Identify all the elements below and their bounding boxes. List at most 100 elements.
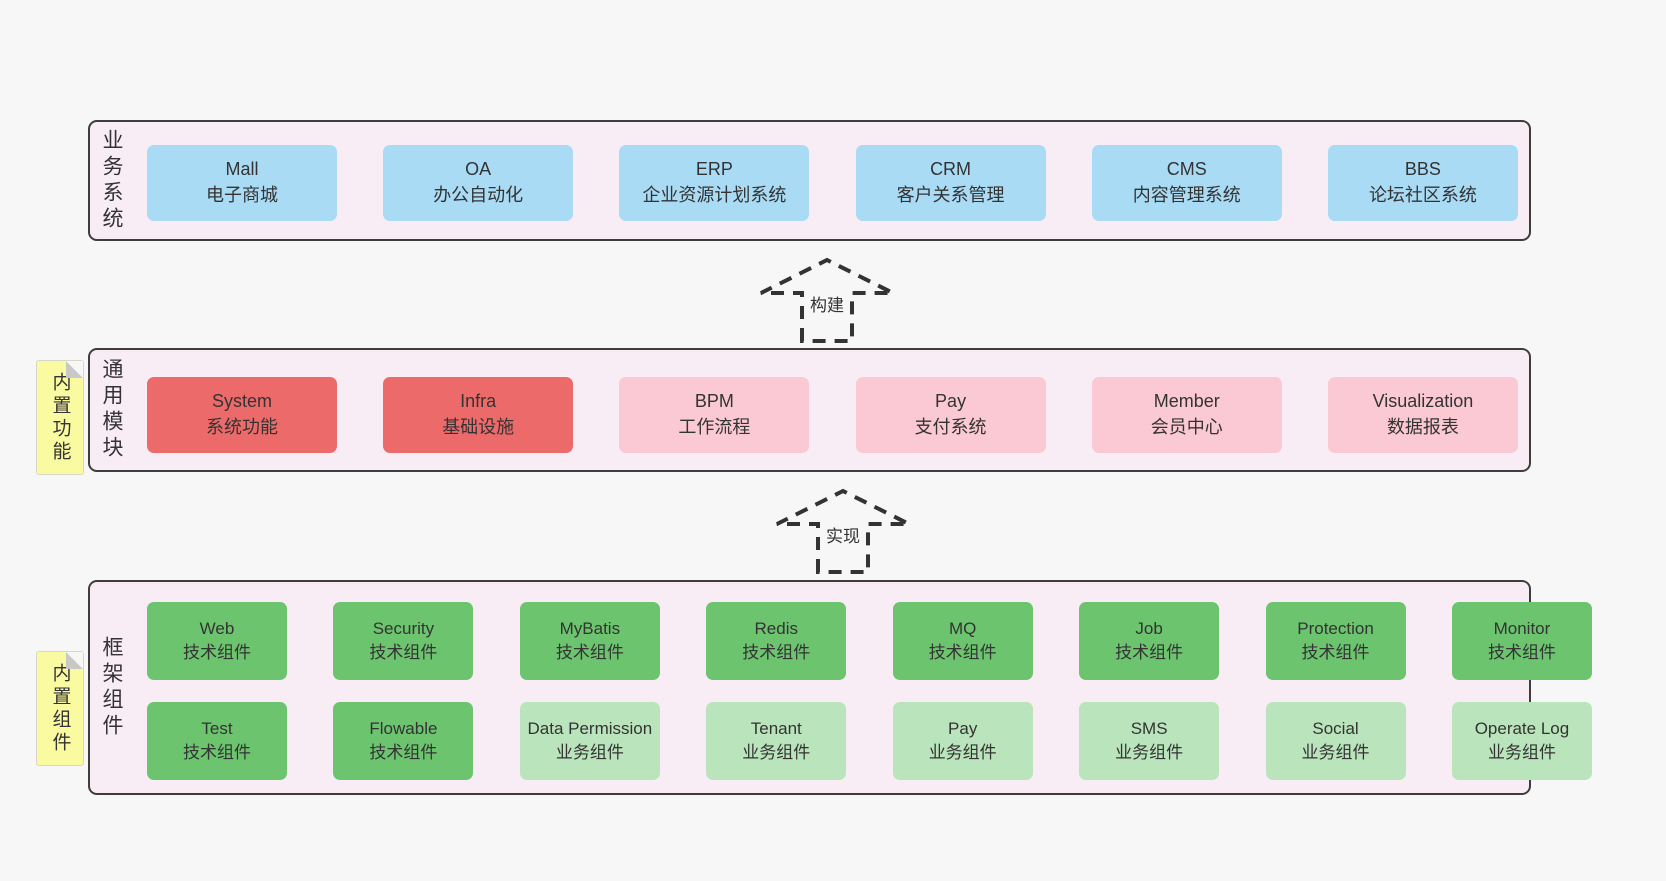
box-security: Security 技术组件 [333, 602, 474, 680]
sticky-note-label: 内置组件 [49, 662, 71, 755]
box-subtitle: 技术组件 [742, 643, 811, 662]
box-subtitle: 工作流程 [678, 417, 751, 437]
box-title: SMS [1130, 718, 1168, 738]
box-title: Test [201, 718, 233, 738]
box-redis: Redis 技术组件 [706, 602, 847, 680]
box-sms: SMS 业务组件 [1079, 702, 1220, 780]
box-subtitle: 支付系统 [914, 417, 987, 437]
box-title: Tenant [750, 718, 802, 738]
box-subtitle: 企业资源计划系统 [642, 185, 787, 205]
box-title: Flowable [369, 718, 438, 738]
box-title: CMS [1166, 159, 1207, 180]
box-tenant: Tenant 业务组件 [706, 702, 847, 780]
implement-arrow-label: 实现 [822, 522, 864, 547]
arrow-up-icon [776, 488, 910, 574]
box-subtitle: 论坛社区系统 [1368, 185, 1477, 205]
box-subtitle: 技术组件 [369, 743, 438, 762]
build-arrow-label: 构建 [806, 291, 848, 316]
arrow-up-icon [760, 257, 894, 343]
box-subtitle: 技术组件 [1115, 643, 1184, 662]
sticky-note-label: 内置功能 [49, 371, 71, 464]
box-web: Web 技术组件 [147, 602, 287, 680]
business-systems-row: Mall 电子商城 OA 办公自动化 ERP 企业资源计划系统 CRM 客户关系… [147, 145, 1518, 221]
box-title: Social [1312, 718, 1359, 738]
box-subtitle: 业务组件 [1115, 743, 1184, 762]
box-title: OA [465, 159, 492, 180]
band-label-framework-components: 框架组件 [100, 635, 123, 740]
box-subtitle: 客户关系管理 [896, 185, 1005, 205]
box-subtitle: 电子商城 [206, 185, 278, 205]
box-pay-component: Pay 业务组件 [892, 702, 1033, 780]
box-title: Web [199, 618, 235, 638]
box-oa: OA 办公自动化 [383, 145, 574, 221]
framework-components-row-1: Web 技术组件 Security 技术组件 MyBatis 技术组件 Redi… [147, 602, 1592, 680]
band-framework-components: 框架组件 Web 技术组件 Security 技术组件 MyBatis 技术组件… [88, 580, 1592, 795]
box-bpm: BPM 工作流程 [619, 377, 810, 453]
box-cms: CMS 内容管理系统 [1091, 145, 1282, 221]
box-title: BPM [694, 391, 734, 412]
box-erp: ERP 企业资源计划系统 [619, 145, 810, 221]
box-visualization: Visualization 数据报表 [1327, 377, 1518, 453]
box-subtitle: 会员中心 [1150, 417, 1223, 437]
box-subtitle: 办公自动化 [433, 185, 524, 205]
box-subtitle: 技术组件 [183, 743, 251, 762]
box-title: Mall [225, 159, 259, 180]
box-infra: Infra 基础设施 [383, 377, 574, 453]
box-subtitle: 技术组件 [555, 643, 624, 662]
sticky-note-built-in-features: 内置功能 [37, 361, 83, 474]
box-mall: Mall 电子商城 [147, 145, 337, 221]
band-label-business-systems: 业务系统 [100, 128, 123, 233]
box-subtitle: 业务组件 [742, 743, 811, 762]
box-system: System 系统功能 [147, 377, 337, 453]
box-subtitle: 内容管理系统 [1132, 185, 1241, 205]
box-flowable: Flowable 技术组件 [333, 702, 474, 780]
box-operate-log: Operate Log 业务组件 [1451, 702, 1592, 780]
box-subtitle: 技术组件 [1487, 643, 1556, 662]
box-subtitle: 业务组件 [928, 743, 997, 762]
sticky-fold-cut-icon [66, 652, 83, 669]
box-social: Social 业务组件 [1265, 702, 1406, 780]
box-subtitle: 系统功能 [206, 417, 278, 437]
implement-arrow: 实现 [773, 488, 913, 574]
box-data-permission: Data Permission 业务组件 [519, 702, 660, 780]
band-label-common-modules: 通用模块 [100, 358, 123, 462]
box-subtitle: 技术组件 [183, 643, 251, 662]
box-pay-module: Pay 支付系统 [855, 377, 1046, 453]
framework-components-row-2: Test 技术组件 Flowable 技术组件 Data Permission … [147, 702, 1592, 780]
box-title: Data Permission [527, 718, 653, 738]
box-title: Pay [948, 718, 978, 738]
box-protection: Protection 技术组件 [1265, 602, 1406, 680]
box-subtitle: 业务组件 [1487, 743, 1556, 762]
box-title: Security [372, 618, 435, 638]
box-subtitle: 业务组件 [1301, 743, 1370, 762]
box-crm: CRM 客户关系管理 [855, 145, 1046, 221]
box-subtitle: 业务组件 [555, 743, 624, 762]
box-title: Member [1153, 391, 1220, 412]
box-test: Test 技术组件 [147, 702, 287, 780]
box-title: Redis [754, 618, 798, 638]
box-mybatis: MyBatis 技术组件 [519, 602, 660, 680]
box-title: CRM [930, 159, 972, 180]
box-title: MQ [948, 618, 977, 638]
box-subtitle: 技术组件 [928, 643, 997, 662]
box-title: Job [1135, 618, 1163, 638]
box-subtitle: 技术组件 [369, 643, 438, 662]
common-modules-row: System 系统功能 Infra 基础设施 BPM 工作流程 Pay 支付系统… [147, 377, 1518, 453]
box-job: Job 技术组件 [1079, 602, 1220, 680]
sticky-fold-cut-icon [66, 361, 83, 378]
box-title: Visualization [1372, 391, 1474, 412]
box-subtitle: 技术组件 [1301, 643, 1370, 662]
box-title: System [211, 391, 272, 412]
box-title: BBS [1404, 159, 1441, 180]
band-common-modules: 通用模块 System 系统功能 Infra 基础设施 BPM 工作流程 Pay… [88, 348, 1531, 472]
box-mq: MQ 技术组件 [892, 602, 1033, 680]
build-arrow: 构建 [757, 257, 897, 343]
box-title: Infra [460, 391, 497, 412]
sticky-note-built-in-components: 内置组件 [37, 652, 83, 765]
box-monitor: Monitor 技术组件 [1451, 602, 1592, 680]
band-business-systems: 业务系统 Mall 电子商城 OA 办公自动化 ERP 企业资源计划系统 CRM… [88, 120, 1531, 241]
box-title: Operate Log [1474, 718, 1570, 738]
box-title: MyBatis [559, 618, 621, 638]
box-title: Protection [1297, 618, 1374, 638]
